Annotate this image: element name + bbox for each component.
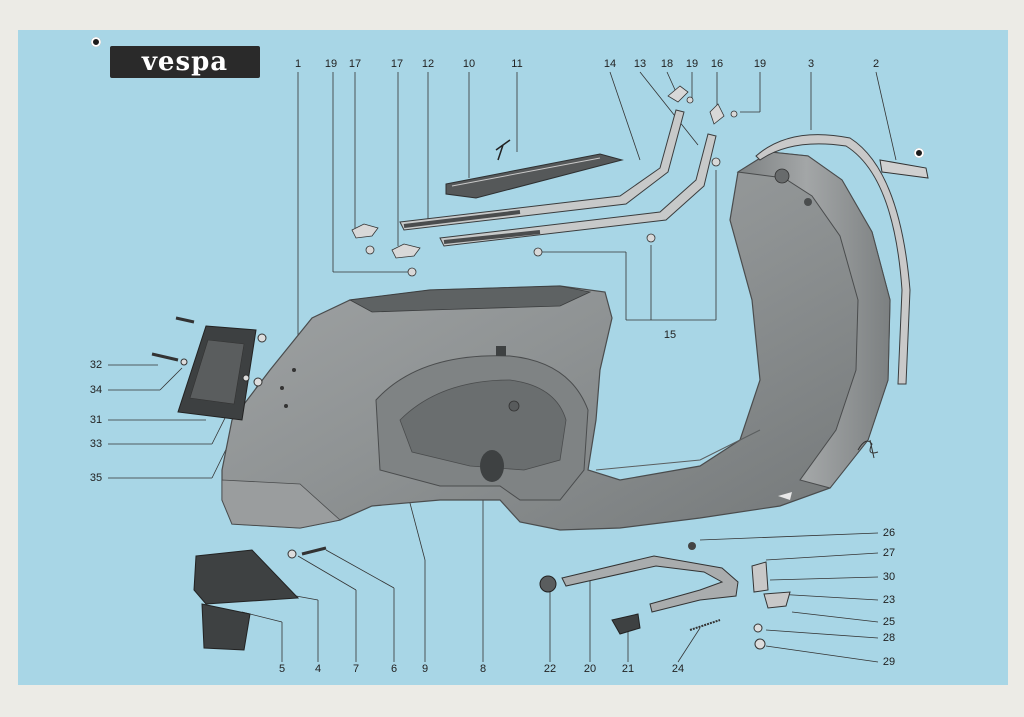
center-stand [539,542,791,650]
callout-11: 11 [511,58,523,70]
callout-34: 34 [89,384,103,396]
callout-18: 18 [660,58,674,70]
callout-31: 31 [89,414,103,426]
callout-15: 15 [663,329,677,341]
callout-9: 9 [421,663,429,675]
callout-5: 5 [278,663,286,675]
callout-8: 8 [479,663,487,675]
registration-dot-icon [914,148,924,158]
callout-35: 35 [89,472,103,484]
callout-30: 30 [882,571,896,583]
callout-19: 19 [685,58,699,70]
callout-32: 32 [89,359,103,371]
registration-dot-icon [91,37,101,47]
toolbox-lid [151,316,267,421]
callout-16: 16 [710,58,724,70]
callout-26: 26 [882,527,896,539]
callout-1: 1 [294,58,302,70]
callout-29: 29 [882,656,896,668]
callout-23: 23 [882,594,896,606]
mudguard-crest [879,159,929,179]
callout-24: 24 [671,663,685,675]
callout-21: 21 [621,663,635,675]
callout-25: 25 [882,616,896,628]
callout-10: 10 [462,58,476,70]
tail-lamp-parts [193,546,327,651]
floorboard-strips [399,109,717,247]
callout-3: 3 [807,58,815,70]
callout-17: 17 [390,58,404,70]
hardware-small [351,85,738,277]
callout-27: 27 [882,547,896,559]
callout-4: 4 [314,663,322,675]
callout-19: 19 [324,58,338,70]
callout-33: 33 [89,438,103,450]
callout-19: 19 [753,58,767,70]
vespa-logo: vespa [110,46,260,78]
frame-body [221,151,891,531]
callout-17: 17 [348,58,362,70]
callout-12: 12 [421,58,435,70]
callout-28: 28 [882,632,896,644]
callout-7: 7 [352,663,360,675]
callout-20: 20 [583,663,597,675]
draftsman-signature [857,439,879,459]
callout-6: 6 [390,663,398,675]
callout-14: 14 [603,58,617,70]
callout-13: 13 [633,58,647,70]
callout-2: 2 [872,58,880,70]
callout-22: 22 [543,663,557,675]
legshield-trim [755,134,911,385]
